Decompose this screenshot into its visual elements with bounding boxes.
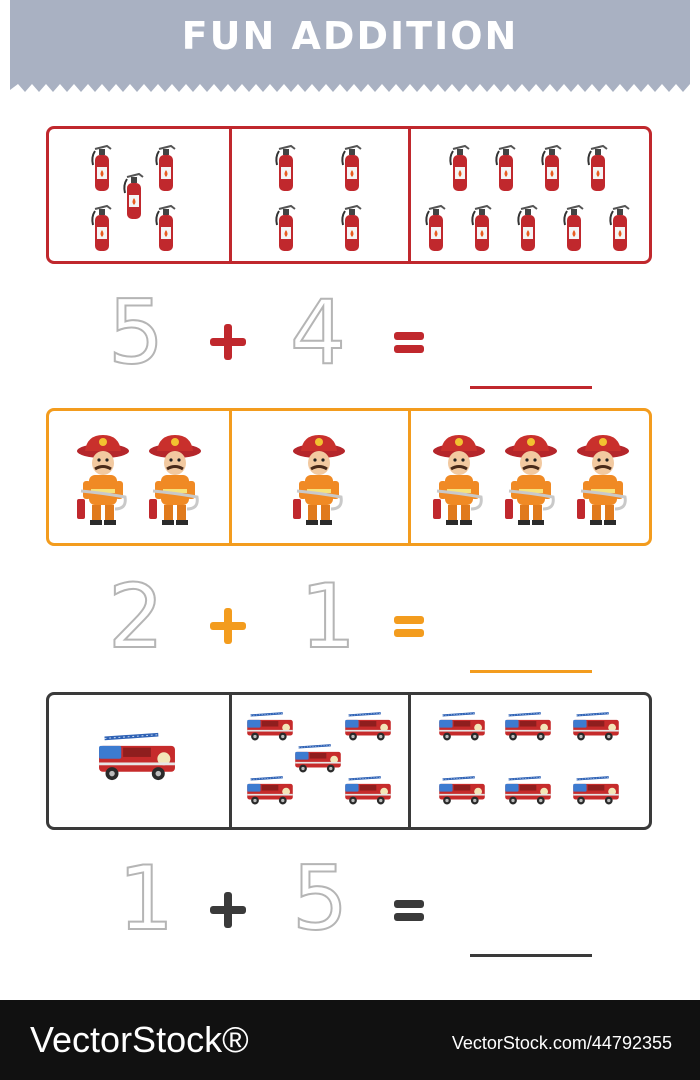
- watermark-footer: VectorStock® VectorStock.com/44792355: [0, 1000, 700, 1080]
- equals-sign: [392, 330, 426, 360]
- fire-extinguisher-icon: [585, 143, 611, 197]
- panel-divider: [408, 411, 411, 543]
- plus-sign: [208, 890, 248, 934]
- equation-row-2: 2 1: [0, 565, 700, 673]
- equation-row-1: 5 4: [0, 281, 700, 389]
- fire-extinguisher-icon: [493, 143, 519, 197]
- fire-extinguisher-icon: [469, 203, 495, 257]
- fire-truck-icon: [245, 711, 295, 745]
- firefighter-icon: [431, 433, 487, 531]
- fire-truck-icon: [503, 775, 553, 809]
- firefighter-icon: [575, 433, 631, 531]
- picture-panel-firefighters: [46, 408, 652, 546]
- firefighter-icon: [147, 433, 203, 531]
- fire-truck-icon: [245, 775, 295, 809]
- fire-extinguisher-icon: [273, 203, 299, 257]
- addend-b-trace[interactable]: 5: [291, 847, 349, 950]
- answer-blank[interactable]: [470, 954, 592, 957]
- fire-truck-icon: [437, 775, 487, 809]
- fire-extinguisher-icon: [273, 143, 299, 197]
- image-id-text: VectorStock.com/44792355: [451, 1033, 672, 1053]
- addend-a-trace[interactable]: 2: [107, 565, 165, 668]
- fire-extinguisher-icon: [447, 143, 473, 197]
- fire-extinguisher-icon: [339, 203, 365, 257]
- plus-sign: [208, 606, 248, 650]
- fire-truck-icon: [437, 711, 487, 745]
- fire-truck-icon: [95, 731, 179, 785]
- equals-sign: [392, 898, 426, 928]
- answer-blank[interactable]: [470, 670, 592, 673]
- fire-extinguisher-icon: [539, 143, 565, 197]
- fire-extinguisher-icon: [561, 203, 587, 257]
- fire-truck-icon: [571, 711, 621, 745]
- picture-panel-extinguishers: [46, 126, 652, 264]
- panel-divider: [408, 695, 411, 827]
- panel-divider: [408, 129, 411, 261]
- panel-divider: [229, 411, 232, 543]
- fire-extinguisher-icon: [153, 203, 179, 257]
- addend-b-trace[interactable]: 1: [299, 565, 357, 668]
- fire-truck-icon: [343, 711, 393, 745]
- page-title: FUN ADDITION: [181, 14, 519, 58]
- equals-sign: [392, 614, 426, 644]
- firefighter-icon: [75, 433, 131, 531]
- title-banner: [10, 0, 690, 92]
- firefighter-icon: [503, 433, 559, 531]
- addend-a-trace[interactable]: 5: [107, 281, 165, 384]
- fire-truck-icon: [503, 711, 553, 745]
- fire-truck-icon: [293, 743, 343, 777]
- picture-panel-fire-trucks: [46, 692, 652, 830]
- fire-extinguisher-icon: [423, 203, 449, 257]
- fire-truck-icon: [343, 775, 393, 809]
- firefighter-icon: [291, 433, 347, 531]
- fire-extinguisher-icon: [153, 143, 179, 197]
- panel-divider: [229, 695, 232, 827]
- fire-extinguisher-icon: [89, 143, 115, 197]
- fire-extinguisher-icon: [339, 143, 365, 197]
- panel-divider: [229, 129, 232, 261]
- fire-extinguisher-icon: [89, 203, 115, 257]
- plus-sign: [208, 322, 248, 366]
- equation-row-3: 1 5: [0, 847, 700, 957]
- fire-extinguisher-icon: [607, 203, 633, 257]
- fire-extinguisher-icon: [515, 203, 541, 257]
- fire-extinguisher-icon: [121, 171, 147, 225]
- addend-b-trace[interactable]: 4: [289, 281, 347, 384]
- answer-blank[interactable]: [470, 386, 592, 389]
- addend-a-trace[interactable]: 1: [117, 847, 175, 950]
- vectorstock-logo: VectorStock®: [30, 1019, 249, 1060]
- fire-truck-icon: [571, 775, 621, 809]
